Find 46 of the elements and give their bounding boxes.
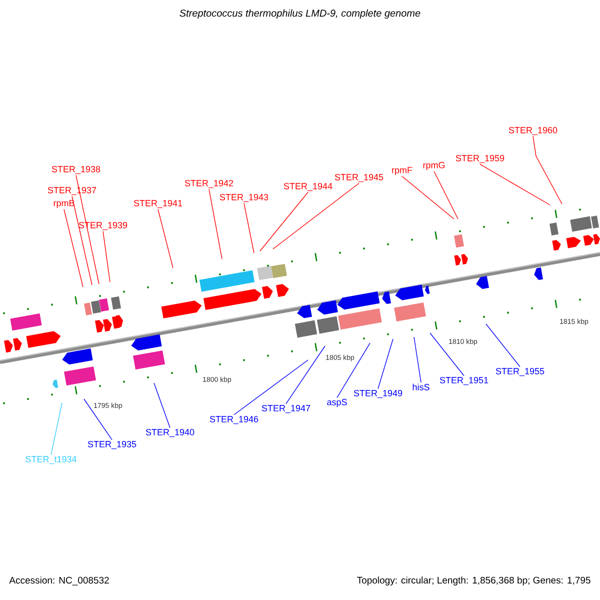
leader-line [50,402,62,456]
leader-line [102,230,110,282]
gene-label: STER_1942 [184,180,234,188]
gene-label: hisS [412,384,430,390]
gene-label: STER_1946 [210,416,258,424]
leader-line [244,202,254,254]
gene-label: STER_1943 [220,194,268,202]
footer-text: Topology: circular; Length: 1,856,368 bp; Genes: 1,795 [357,576,590,586]
gene-label: STER_1951 [440,376,488,386]
leader-line [378,338,394,390]
gene-label: rpmF [392,166,412,176]
leader-line [234,360,308,416]
gene-label: STER_1960 [508,126,558,136]
title: Streptococcus thermophilus LMD-9, complete genome [180,9,420,19]
leader-line [430,332,464,376]
gene-label: STER_1941 [134,200,182,208]
gene-label: STER_1955 [496,368,544,376]
leader-line [272,182,360,250]
footer-text: Accession: NC_008532 [9,576,109,586]
leader-line [84,398,112,440]
leader-line [486,324,520,368]
gene-label: rpmG [423,162,445,170]
gene-label: STER_1947 [262,404,310,414]
leader-line [336,342,370,398]
leader-line [286,346,326,404]
gene-label: STER_1940 [146,428,194,438]
leader-line [76,174,100,284]
leader-line [260,192,308,252]
leader-line [158,208,174,268]
leader-line [72,196,92,286]
leader-line [402,176,454,220]
gene-label: STER_1949 [354,390,402,398]
leader-line [414,336,422,383]
gene-label: STER_1938 [52,166,100,174]
gene-label: aspS [327,398,347,408]
leader-line [64,208,84,288]
gene-label: STER_1944 [284,182,332,192]
leader-line [480,164,550,206]
leader-line [532,136,562,204]
leader-line [208,188,222,260]
gene-label: STER_t1934 [26,456,76,464]
gene-label: STER_1935 [88,440,136,450]
gene-label: STER_1945 [334,174,384,182]
leader-line [434,170,458,220]
gene-label: STER_1959 [456,154,504,164]
leader-line [154,382,170,428]
